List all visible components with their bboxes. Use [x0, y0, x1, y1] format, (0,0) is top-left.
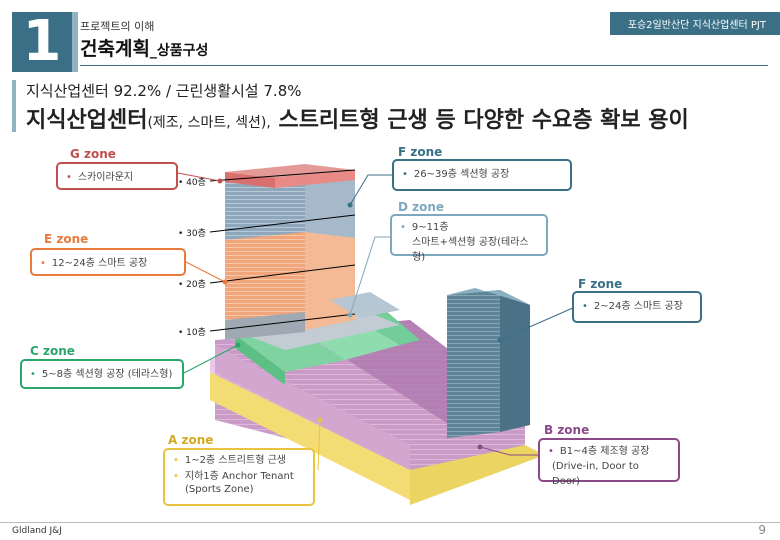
- page-title-suffix: _상품구성: [149, 43, 209, 59]
- floor-marker-30: • 30층: [178, 229, 206, 239]
- footer-rule: [0, 522, 780, 523]
- podium-front: [215, 345, 410, 470]
- d-zone-box: •9~11층 스마트+섹션형 공장(테라스형): [390, 214, 548, 263]
- headline-summary-main: 지식산업센터: [26, 108, 148, 133]
- project-name-badge: 포승2일반산단 지식산업센터 PJT: [609, 12, 780, 35]
- b-zone-box: •B1~4층 제조형 공장 (Drive-in, Door to Door): [538, 438, 680, 487]
- e-zone-box: •12~24층 스마트 공장: [30, 248, 186, 276]
- header-rule: [80, 65, 768, 66]
- page-title-main: 건축계획: [80, 38, 150, 60]
- section-number-badge: 1: [12, 12, 78, 72]
- d-zone-label: D zone: [398, 200, 445, 214]
- a-zone-box: •1~2층 스트리트형 근생 •지하1층 Anchor Tenant (Spor…: [163, 448, 315, 506]
- f-zone-tower2-label: F zone: [578, 277, 623, 291]
- headline-summary-rest: 스트리트형 근생 등 다양한 수요층 확보 용이: [270, 108, 689, 133]
- f-zone-tower1-label: F zone: [398, 145, 443, 159]
- headline-summary: 지식산업센터(제조, 스마트, 섹션), 스트리트형 근생 등 다양한 수요층 …: [26, 102, 689, 134]
- floor-marker-10: • 10층: [178, 328, 206, 338]
- headline-ratio: 지식산업센터 92.2% / 근린생활시설 7.8%: [26, 82, 302, 100]
- section-kicker: 프로젝트의 이해: [80, 20, 155, 33]
- page-title: 건축계획_상품구성: [80, 34, 208, 61]
- b-zone-label: B zone: [544, 423, 590, 437]
- right-tower: [447, 288, 530, 438]
- c-zone-box: •5~8층 섹션형 공장 (테라스형): [20, 359, 184, 389]
- g-zone-label: G zone: [70, 147, 116, 161]
- e-zone-label: E zone: [44, 232, 89, 246]
- footer-company: Gldland J&J: [12, 526, 62, 536]
- page-number: 9: [758, 523, 766, 537]
- c-zone-label: C zone: [30, 344, 75, 358]
- f-zone-tower2-box: •2~24층 스마트 공장: [572, 291, 702, 323]
- f-zone-tower1-box: •26~39층 섹션형 공장: [392, 159, 572, 191]
- floor-marker-40: • 40층: [178, 178, 206, 188]
- headline-accent-bar: [12, 80, 16, 132]
- callout-dots: [217, 178, 503, 450]
- a-zone-label: A zone: [168, 433, 214, 447]
- g-zone-box: •스카이라운지: [56, 162, 178, 190]
- headline-summary-small: (제조, 스마트, 섹션),: [147, 115, 271, 131]
- callout-lines: [177, 172, 576, 471]
- floor-marker-20: • 20층: [178, 280, 206, 290]
- d-zone-block: [330, 292, 400, 318]
- main-tower: [225, 164, 355, 340]
- floor-lines: [209, 169, 356, 332]
